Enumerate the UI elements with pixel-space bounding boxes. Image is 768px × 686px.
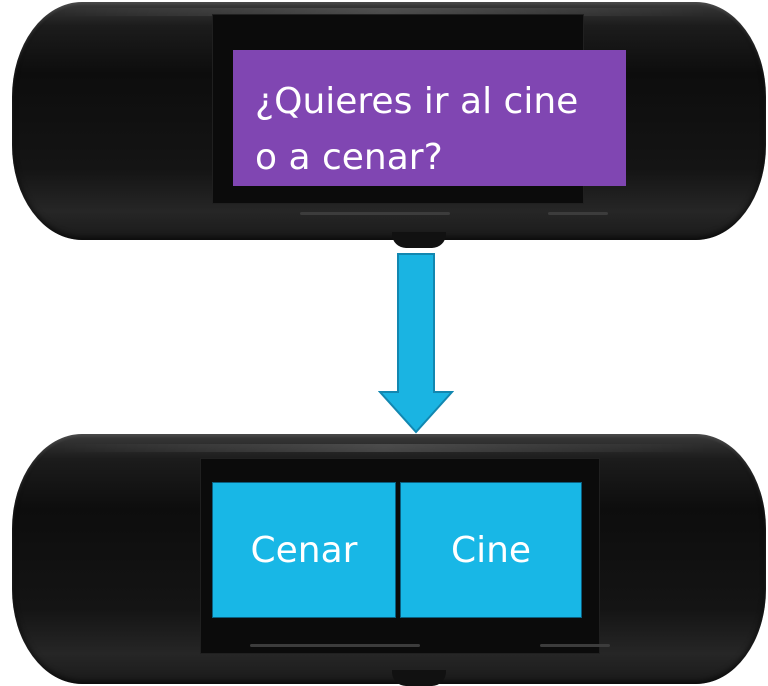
option-cenar-button[interactable]: Cenar — [212, 482, 396, 618]
wearable-band-top: ¿Quieres ir al cine o a cenar? — [0, 0, 768, 250]
band-trim — [250, 644, 420, 647]
band-trim — [300, 212, 450, 215]
band-clasp — [392, 670, 446, 686]
prompt-text-line-2: o a cenar? — [255, 137, 443, 178]
band-trim — [540, 644, 610, 647]
prompt-text-line-1: ¿Quieres ir al cine — [255, 81, 579, 122]
band-clasp — [392, 232, 446, 248]
option-cenar-label: Cenar — [250, 529, 358, 571]
band-trim — [548, 212, 608, 215]
band-highlight — [60, 8, 708, 16]
prompt-tile: ¿Quieres ir al cine o a cenar? — [233, 50, 626, 186]
arrow-down-icon — [378, 253, 454, 434]
option-cine-label: Cine — [450, 529, 532, 571]
option-cine-button[interactable]: Cine — [400, 482, 582, 618]
band-highlight — [60, 444, 708, 452]
